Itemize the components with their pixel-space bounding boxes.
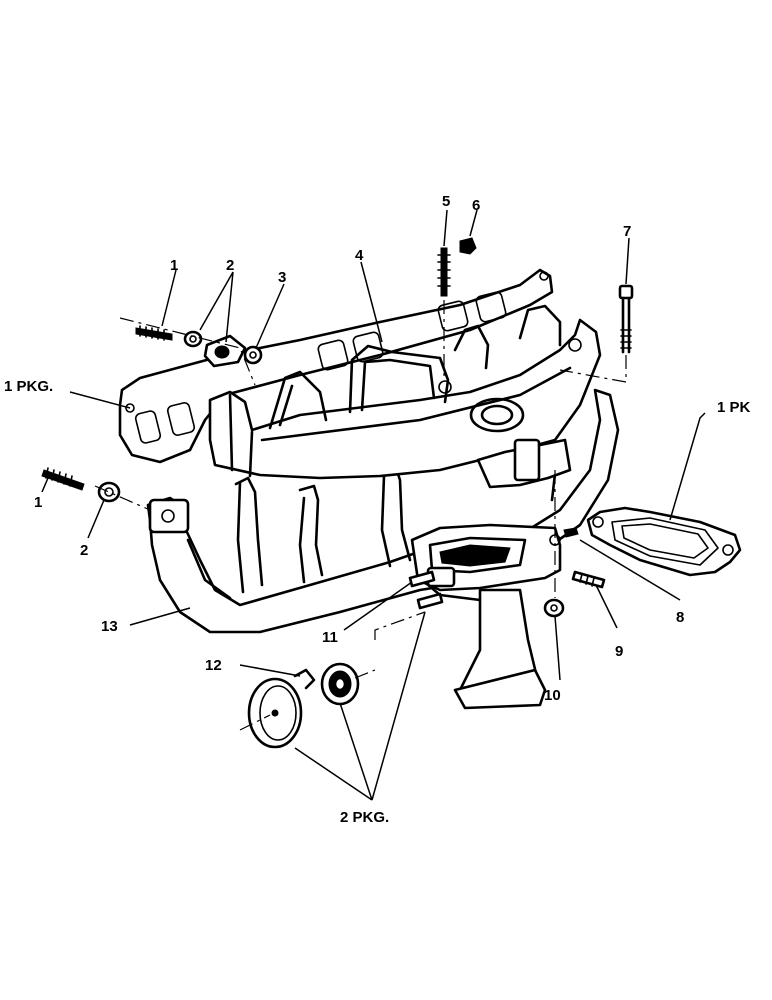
callout-2-pkg-bottom: 2 PKG.	[340, 809, 389, 826]
water-outlet-gasket	[586, 506, 742, 577]
callout-13: 13	[101, 618, 118, 635]
callout-3: 3	[278, 269, 286, 286]
nut-upper	[183, 330, 203, 348]
callout-12: 12	[205, 657, 222, 674]
bolt-7	[618, 284, 634, 354]
stud-9	[571, 570, 606, 589]
clip-12	[293, 668, 316, 690]
callout-11: 11	[322, 629, 338, 646]
callout-10: 10	[544, 687, 561, 704]
assembly-centerlines	[94, 300, 627, 731]
callout-1-pkg-left: 1 PKG.	[4, 378, 53, 395]
callout-1-lower: 1	[34, 494, 42, 511]
callout-2-lower: 2	[80, 542, 88, 559]
water-outlet-housing	[410, 523, 562, 710]
nut-6	[459, 237, 477, 255]
callout-7: 7	[623, 223, 631, 240]
stud-1-lower	[41, 467, 85, 491]
nut-3	[243, 345, 263, 365]
callout-6: 6	[472, 197, 480, 214]
washer-2-lower	[97, 481, 121, 503]
stud-1-upper	[135, 325, 173, 341]
clamp-washer-2	[203, 334, 247, 368]
callout-8: 8	[676, 609, 684, 626]
callout-9: 9	[615, 643, 623, 660]
callout-4: 4	[355, 247, 364, 264]
callout-5: 5	[442, 193, 450, 210]
intake-manifold	[208, 304, 602, 489]
callout-1-pk-right: 1 PK	[717, 399, 751, 416]
callout-2-upper: 2	[226, 257, 234, 274]
nut-10	[543, 598, 565, 618]
intake-manifold-gasket	[118, 268, 554, 464]
leader-lines	[41, 209, 706, 801]
cap-plug	[247, 677, 303, 749]
callout-1-upper: 1	[170, 257, 178, 274]
stud-5	[437, 247, 451, 297]
dowel-8	[563, 527, 579, 538]
bearing-12	[320, 662, 360, 706]
exhaust-manifold	[146, 388, 620, 634]
